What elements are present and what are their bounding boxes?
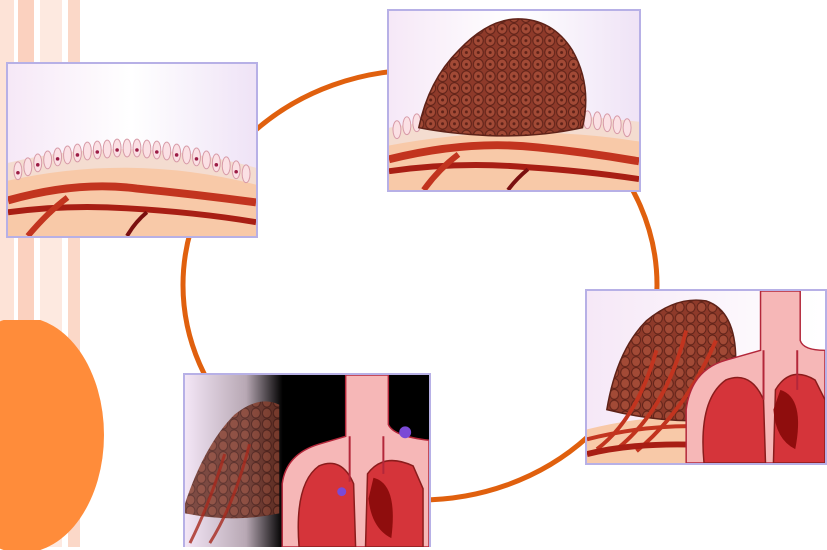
tumor-illustration: [389, 11, 639, 190]
metastasis-illustration: [185, 375, 429, 547]
panel-normal-epithelium: [6, 62, 258, 238]
metastatic-cell-dot-1: [399, 426, 411, 438]
panel-angiogenesis: [585, 289, 827, 465]
panel-metastasis: [183, 373, 431, 547]
panel-primary-tumor: [387, 9, 641, 192]
metastatic-cell-dot-2: [337, 487, 346, 496]
angiogenesis-illustration: [587, 291, 825, 463]
normal-tissue-illustration: [8, 64, 256, 236]
